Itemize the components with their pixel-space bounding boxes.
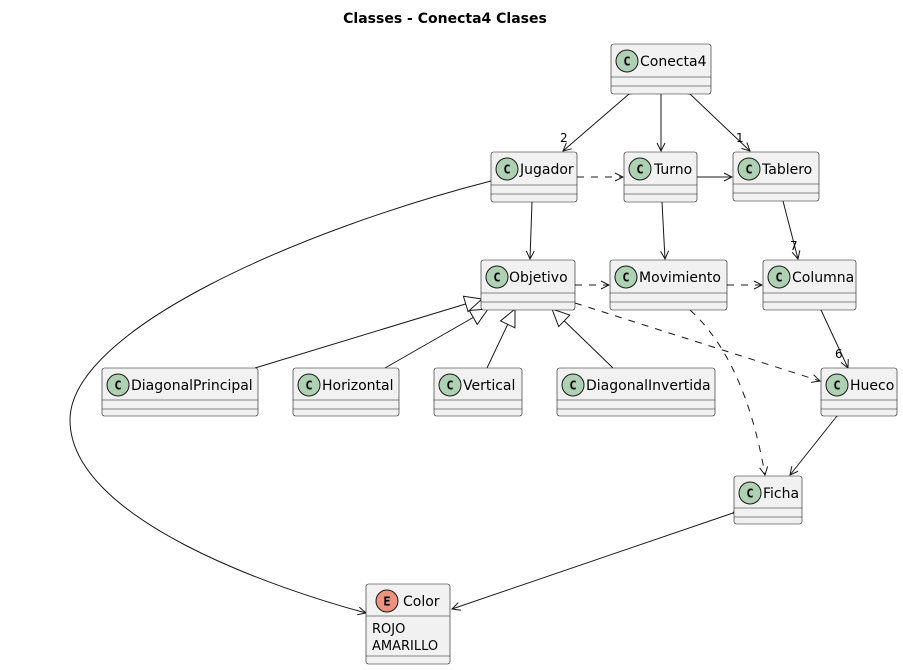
class-stereotype-letter: C	[775, 271, 782, 285]
class-stereotype-letter: C	[569, 379, 576, 393]
edge-hueco-ficha	[790, 416, 837, 475]
class-vertical[interactable]: C Vertical	[433, 367, 523, 417]
class-conecta4[interactable]: C Conecta4	[610, 43, 712, 95]
class-name: Turno	[653, 162, 692, 178]
class-name: DiagonalPrincipal	[131, 378, 253, 394]
mult-tablero-columna: 7	[790, 239, 798, 253]
class-stereotype-icon	[561, 373, 585, 397]
class-objetivo[interactable]: C Objetivo	[480, 259, 576, 311]
class-stereotype-icon	[297, 373, 321, 397]
class-stereotype-icon	[738, 481, 762, 505]
edge-vertical-objetivo	[486, 307, 516, 369]
edge-jugador-color	[69, 181, 491, 613]
edge-jugador-objetivo	[530, 202, 532, 259]
class-name: Columna	[792, 270, 854, 286]
edge-conecta4-jugador	[563, 94, 629, 151]
diagram-title: Classes - Conecta4 Clases	[343, 11, 547, 27]
class-stereotype-letter: C	[636, 163, 643, 177]
class-turno[interactable]: C Turno	[623, 151, 698, 203]
edge-turno-movimiento	[662, 202, 665, 259]
class-stereotype-icon	[737, 157, 761, 181]
class-stereotype-letter: C	[746, 487, 753, 501]
class-stereotype-letter: C	[446, 379, 453, 393]
class-stereotype-letter: C	[493, 271, 500, 285]
class-name: Tablero	[761, 162, 812, 178]
class-stereotype-letter: C	[833, 379, 840, 393]
class-name: Objetivo	[509, 270, 568, 286]
class-stereotype-icon	[628, 157, 652, 181]
class-stereotype-icon	[485, 265, 509, 289]
edge-conecta4-tablero	[690, 94, 750, 151]
edge-columna-hueco	[821, 310, 848, 368]
class-ficha[interactable]: C Ficha	[733, 475, 803, 525]
class-stereotype-letter: C	[503, 163, 510, 177]
class-tablero[interactable]: C Tablero	[732, 151, 820, 202]
class-stereotype-letter: C	[745, 163, 752, 177]
mult-conecta4-jugador: 2	[560, 131, 568, 145]
mult-conecta4-tablero: 1	[736, 131, 744, 145]
class-name: Hueco	[850, 378, 894, 394]
class-name: Jugador	[519, 162, 574, 178]
class-stereotype-icon	[106, 373, 130, 397]
mult-columna-hueco: 6	[835, 347, 843, 361]
class-name: Ficha	[763, 486, 799, 502]
class-jugador[interactable]: C Jugador	[490, 151, 578, 203]
enum-stereotype-icon	[375, 589, 399, 613]
edge-ficha-color	[452, 513, 733, 609]
enum-literal-rojo: ROJO	[372, 622, 405, 637]
enum-name: Color	[403, 594, 440, 610]
class-columna[interactable]: C Columna	[762, 259, 857, 311]
class-stereotype-icon	[767, 265, 791, 289]
enum-color[interactable]: E Color ROJO AMARILLO	[365, 583, 451, 665]
class-stereotype-letter: C	[114, 379, 121, 393]
class-name: Horizontal	[322, 378, 393, 394]
class-name: DiagonalInvertida	[586, 378, 711, 394]
class-stereotype-icon	[438, 373, 462, 397]
class-diagonal-invertida[interactable]: C DiagonalInvertida	[556, 367, 716, 417]
class-stereotype-icon	[495, 157, 519, 181]
class-name: Vertical	[463, 378, 515, 394]
class-hueco[interactable]: C Hueco	[820, 367, 898, 417]
enum-stereotype-letter: E	[383, 595, 390, 609]
class-movimiento[interactable]: C Movimiento	[609, 259, 728, 311]
edge-diagonalprincipal-objetivo	[254, 295, 484, 369]
class-stereotype-letter: C	[622, 271, 629, 285]
class-name: Movimiento	[639, 270, 721, 286]
edge-diagonalinvertida-objetivo	[551, 308, 614, 369]
class-name: Conecta4	[640, 54, 707, 70]
class-horizontal[interactable]: C Horizontal	[292, 367, 400, 417]
class-stereotype-icon	[614, 265, 638, 289]
edge-movimiento-ficha	[689, 309, 765, 475]
edge-tablero-columna	[783, 201, 798, 259]
edge-objetivo-hueco	[574, 302, 820, 381]
class-stereotype-letter: C	[305, 379, 312, 393]
class-stereotype-letter: C	[623, 55, 630, 69]
class-diagonal-principal[interactable]: C DiagonalPrincipal	[101, 367, 259, 417]
class-stereotype-icon	[825, 373, 849, 397]
enum-literal-amarillo: AMARILLO	[372, 639, 438, 654]
class-stereotype-icon	[615, 49, 639, 73]
edge-horizontal-objetivo	[384, 308, 490, 369]
